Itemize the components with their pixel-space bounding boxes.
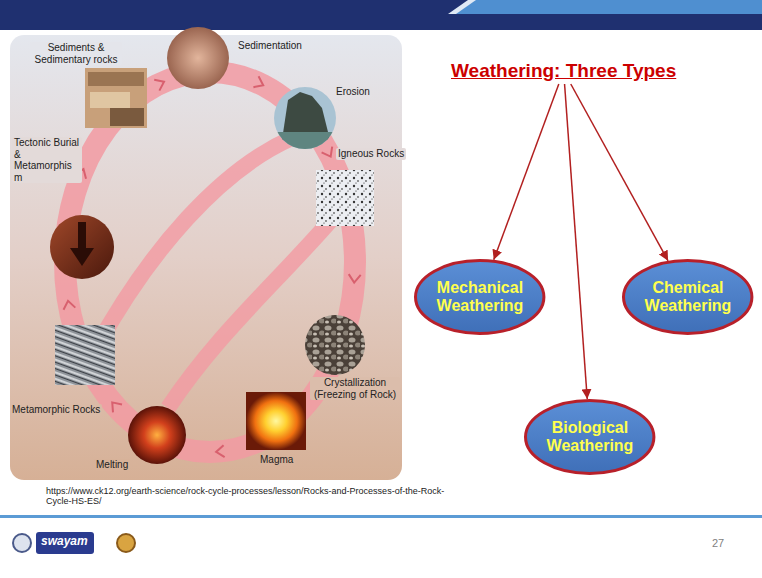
connector-arrow	[494, 84, 559, 260]
label-holder: Tectonic Burial & Metamorphism	[12, 137, 82, 183]
rock-label: Sediments & Sedimentary rocks	[30, 42, 122, 65]
weathering-ellipse: Mechanical Weathering	[414, 259, 545, 335]
top-band-stripe	[455, 0, 762, 14]
logo	[13, 534, 31, 552]
ellipse-label: Biological Weathering	[536, 419, 644, 456]
connector-arrow	[571, 84, 668, 261]
weathering-ellipse: Chemical Weathering	[622, 259, 753, 335]
label-holder: Sedimentation	[236, 40, 304, 52]
rock-layer	[110, 108, 144, 126]
process-label: Erosion	[334, 86, 372, 98]
source-url: https://www.ck12.org/earth-science/rock-…	[46, 486, 456, 507]
label-holder: 27	[712, 537, 724, 550]
ellipse-label: Chemical Weathering	[634, 279, 742, 316]
label-holder: Igneous Rocks	[336, 148, 406, 160]
cycle-chevron	[348, 274, 361, 283]
logo	[117, 534, 135, 552]
label-holder: Sediments & Sedimentary rocks	[30, 42, 122, 65]
cycle-chevron	[216, 445, 225, 458]
rock-layer	[88, 72, 144, 86]
crystallization-picture	[305, 315, 365, 375]
rock-label: Igneous Rocks	[336, 148, 406, 160]
process-label: Crystallization (Freezing of Rock)	[310, 377, 400, 400]
logo	[36, 532, 94, 554]
metamorphic-picture	[55, 325, 115, 385]
heading-box: Weathering: Three Types	[447, 58, 680, 84]
ellipse-label: Mechanical Weathering	[426, 279, 534, 316]
magma-picture	[246, 392, 306, 450]
cycle-band	[96, 138, 292, 348]
rock-label: Metamorphic Rocks	[10, 404, 102, 416]
ellipse-shape	[416, 261, 544, 334]
process-label: Melting	[94, 459, 130, 471]
label-holder: Metamorphic Rocks	[10, 404, 102, 416]
top-band	[0, 0, 762, 30]
weathering-ellipse: Biological Weathering	[524, 399, 655, 475]
cycle-chevron	[322, 147, 336, 160]
melting-picture	[128, 406, 186, 464]
ellipse-shape	[526, 401, 654, 474]
down-arrow	[78, 222, 86, 250]
process-label: Tectonic Burial & Metamorphism	[12, 137, 82, 183]
label-holder: Magma	[258, 454, 295, 466]
rock-label: Magma	[258, 454, 295, 466]
label-holder: Melting	[94, 459, 130, 471]
down-arrow	[70, 248, 94, 266]
cycle-chevron	[62, 300, 75, 310]
logo-text: swayam	[41, 535, 88, 549]
page-number: 27	[712, 537, 724, 550]
heading-text: Weathering: Three Types	[451, 60, 676, 82]
label-holder: Erosion	[334, 86, 372, 98]
top-band-stripe	[448, 0, 476, 14]
erosion-picture	[274, 87, 336, 152]
connector-arrow	[565, 84, 588, 399]
label-holder: https://www.ck12.org/earth-science/rock-…	[46, 486, 456, 507]
cycle-chevron	[154, 76, 166, 90]
cycle-chevron	[253, 76, 265, 90]
cycle-chevrons	[62, 76, 361, 458]
label-holder: Crystallization (Freezing of Rock)	[310, 377, 400, 400]
water	[274, 132, 336, 152]
label-holder: swayam	[41, 535, 88, 549]
tectonic-picture	[50, 215, 114, 279]
igneous-picture	[316, 170, 374, 226]
ellipse-shape	[624, 261, 752, 334]
sediments-picture	[85, 68, 147, 128]
rock-photo	[85, 68, 147, 128]
rock-layer	[90, 92, 130, 108]
cycle-chevron	[108, 398, 122, 412]
illustration-panel	[10, 35, 402, 480]
tectonic-photo	[50, 215, 114, 279]
sedimentation-picture	[167, 27, 229, 89]
process-label: Sedimentation	[236, 40, 304, 52]
bottom-rule	[0, 515, 762, 518]
